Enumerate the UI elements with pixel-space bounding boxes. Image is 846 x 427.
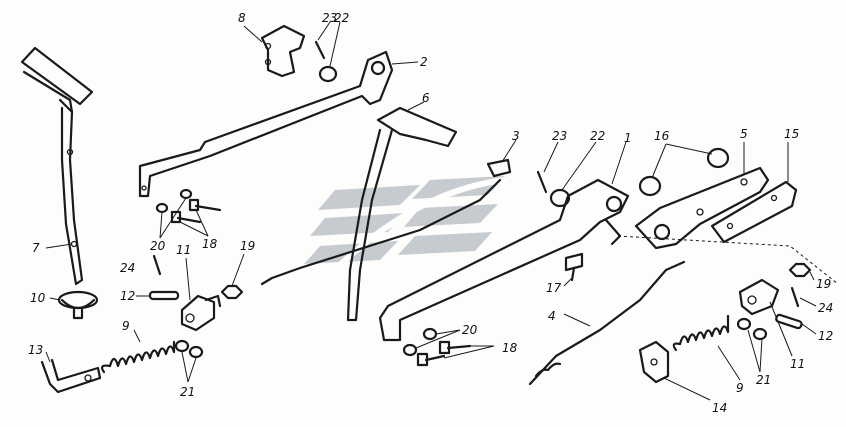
callout-c13: 13: [28, 343, 43, 357]
link-plate-part-5: [634, 166, 770, 250]
callout-c6: 6: [422, 91, 430, 105]
washer-part-22-top: [318, 65, 338, 83]
callout-c21a: 21: [180, 385, 195, 399]
callout-c11b: 11: [790, 357, 805, 371]
cotter-pin-part-24-right: [790, 286, 800, 308]
callout-c24a: 24: [120, 261, 135, 275]
callout-c22b: 22: [590, 129, 605, 143]
pedal-pad-part-10: [57, 290, 99, 320]
callout-c17: 17: [546, 281, 562, 295]
clevis-part-11-left: [180, 294, 222, 332]
washer-part-22-right: [549, 188, 571, 208]
callout-c19a: 19: [240, 239, 255, 253]
rod-part-4: [528, 260, 686, 386]
lever-part-2: [138, 50, 394, 198]
washers-part-20-left: [155, 188, 193, 214]
spring-part-9-right: [672, 314, 730, 352]
washers-part-21-left: [174, 339, 204, 359]
lever-part-1: [378, 178, 630, 342]
leader-lines: [45, 21, 839, 401]
callout-c15: 15: [784, 127, 799, 141]
bolt-part-17: [564, 252, 584, 282]
callout-c14: 14: [712, 401, 727, 415]
pedal-arm-part-7: [20, 46, 94, 286]
callout-c12b: 12: [818, 329, 833, 343]
callout-c8: 8: [238, 11, 246, 25]
bolts-part-18-left: [170, 198, 222, 224]
washers-part-16: [638, 147, 730, 197]
callout-c10: 10: [30, 291, 46, 305]
callout-c2: 2: [420, 55, 428, 69]
callout-c20b: 20: [462, 323, 478, 337]
callout-c7: 7: [32, 241, 40, 255]
callout-c18a: 18: [202, 237, 218, 251]
callout-c11a: 11: [176, 243, 191, 257]
lever-part-6: [346, 106, 458, 322]
bracket-part-13: [40, 358, 102, 394]
cotter-pin-part-23-right: [536, 170, 548, 194]
washers-part-21-right: [736, 317, 768, 341]
callout-c4: 4: [548, 309, 556, 323]
callout-c3: 3: [512, 129, 520, 143]
callout-c22a: 22: [334, 11, 349, 25]
callout-c21b: 21: [756, 373, 771, 387]
callout-c1: 1: [624, 131, 632, 145]
callout-c9b: 9: [736, 381, 744, 395]
callout-c18b: 18: [502, 341, 518, 355]
rod-part-3: [260, 158, 512, 286]
bracket-part-8: [260, 24, 306, 78]
callout-c23b: 23: [552, 129, 567, 143]
cotter-pin-part-23-top: [314, 40, 326, 60]
callout-c12a: 12: [120, 289, 135, 303]
plate-part-15: [710, 180, 798, 244]
callout-c16: 16: [654, 129, 670, 143]
cotter-pin-part-24-left: [152, 254, 162, 276]
pin-part-12-left: [148, 290, 180, 301]
callout-c24b: 24: [818, 301, 833, 315]
callout-c5: 5: [740, 127, 748, 141]
watermark-logo: [304, 176, 506, 268]
spring-part-9-left: [100, 340, 176, 374]
nut-part-19-right: [788, 262, 812, 278]
bracket-part-14: [638, 340, 670, 384]
nut-part-19-left: [220, 284, 244, 300]
pin-part-12-right: [775, 313, 803, 330]
callout-c19b: 19: [816, 277, 831, 291]
callout-c23a: 23: [322, 11, 337, 25]
bolts-part-18-right: [416, 340, 472, 367]
callout-c20a: 20: [150, 239, 166, 253]
callout-c9a: 9: [122, 319, 130, 333]
